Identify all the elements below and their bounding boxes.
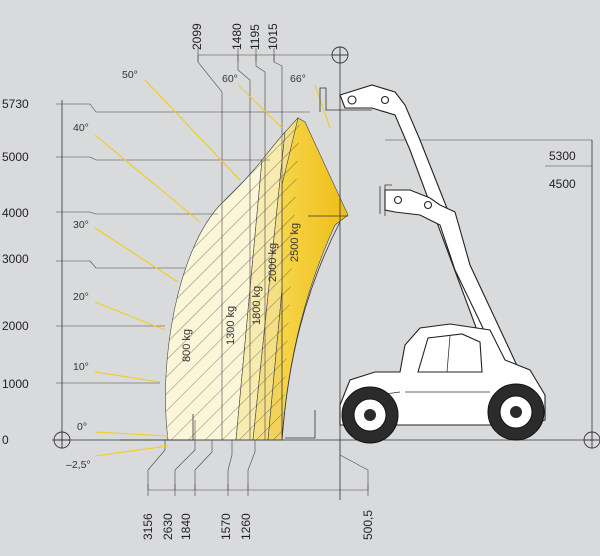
angle-label: 10° (73, 361, 89, 373)
angle-label: 30° (73, 219, 89, 231)
load-envelope (165, 117, 349, 441)
zone-label-1300kg: 1300 kg (225, 306, 237, 345)
height-tick-2000: 2000 (2, 319, 165, 333)
height-label: 2000 (2, 319, 29, 333)
bottom-reach-scale: 3156 2630 1840 1570 1260 500,5 (141, 420, 375, 540)
angle-label: 60° (222, 73, 238, 85)
bottom-reach-label: 1260 (239, 513, 253, 540)
crosshair-icon (53, 431, 71, 449)
top-reach-label: 2099 (190, 23, 204, 50)
boom-angle-rays: 66° 60° 50° 40° 30° 20° 10° 0° –2,5° (66, 69, 331, 471)
bottom-reach-label: 2630 (161, 513, 175, 540)
right-height-label: 4500 (549, 177, 576, 191)
angle-label: 66° (290, 73, 306, 85)
rear-wheel (487, 383, 545, 441)
crosshair-icon (331, 46, 349, 64)
zone-label-2000kg: 2000 kg (267, 243, 279, 282)
top-reach-scale: 2099 1480 1195 1015 (190, 23, 349, 440)
telehandler-icon (339, 84, 546, 444)
zone-label-2500kg: 2500 kg (289, 223, 301, 262)
zone-label-1800kg: 1800 kg (251, 286, 263, 325)
bottom-reach-label: 3156 (141, 513, 155, 540)
height-tick-5730: 5730 (2, 97, 310, 113)
bottom-reach-label: 1840 (179, 513, 193, 540)
height-scale: 5730 5000 4000 3000 2000 1000 (2, 97, 310, 449)
zone-label-800kg: 800 kg (181, 329, 193, 362)
angle-label: 20° (73, 291, 89, 303)
hatch-overlay (165, 118, 300, 440)
height-label: 1000 (2, 377, 29, 391)
top-reach-label: 1015 (266, 23, 280, 50)
load-zone-labels: 800 kg 1300 kg 1800 kg 2000 kg 2500 kg (181, 223, 301, 362)
height-tick-3000: 3000 (2, 252, 185, 269)
crosshair-icon (583, 431, 600, 449)
angle-label: 40° (73, 122, 89, 134)
height-label: 3000 (2, 252, 29, 266)
height-tick-4000: 4000 (2, 206, 218, 220)
angle-label: 50° (122, 69, 138, 81)
bottom-reach-label: 500,5 (361, 510, 375, 540)
height-label: 5730 (2, 97, 29, 111)
top-reach-label: 1195 (248, 24, 262, 50)
height-tick-0: 0 (2, 431, 71, 449)
height-tick-5000: 5000 (2, 150, 270, 164)
height-label: 5000 (2, 150, 29, 164)
height-label: 0 (2, 433, 9, 447)
angle-label: –2,5° (66, 459, 91, 471)
angle-label: 0° (77, 421, 87, 433)
bottom-reach-label: 1570 (219, 513, 233, 540)
front-wheel (341, 386, 399, 444)
height-label: 4000 (2, 206, 29, 220)
top-reach-label: 1480 (230, 23, 244, 50)
right-height-label: 5300 (549, 149, 576, 163)
height-tick-1000: 1000 (2, 377, 160, 391)
